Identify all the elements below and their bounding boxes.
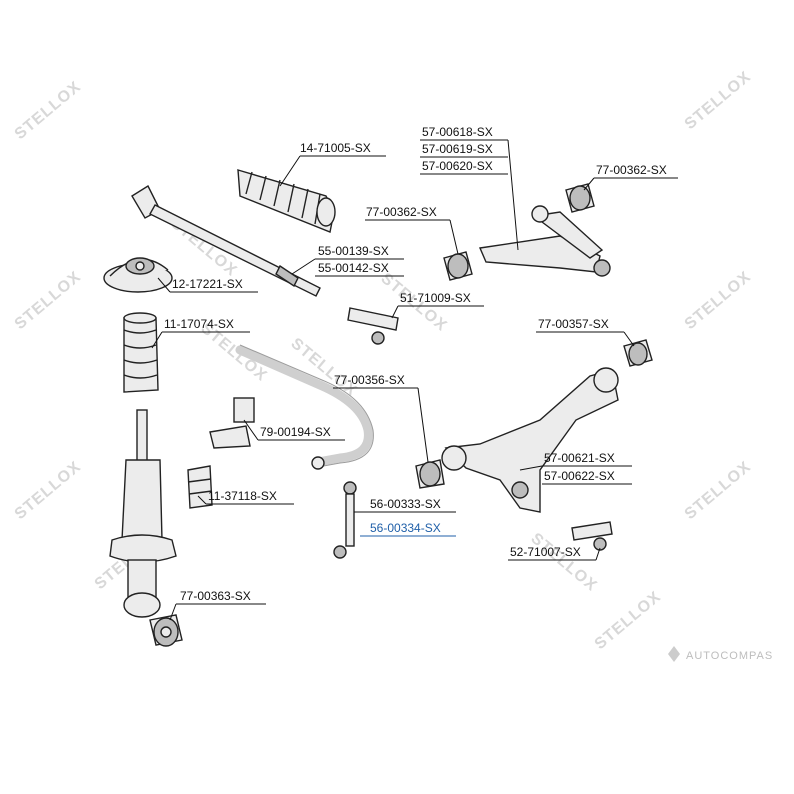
label-77-00362-right[interactable]: 77-00362-SX bbox=[596, 163, 667, 177]
lower-arm-rear-bushing-drawing bbox=[623, 339, 653, 367]
upper-arm-bushing-right-drawing bbox=[565, 183, 595, 213]
brand-footer: AUTOCOMPAS bbox=[668, 646, 773, 662]
stabilizer-bushing-drawing bbox=[209, 397, 255, 449]
shock-lower-bushing-drawing bbox=[149, 614, 183, 647]
watermark: STELLOX bbox=[12, 78, 85, 143]
autocompas-logo-icon bbox=[668, 646, 680, 662]
watermark: STELLOX bbox=[12, 458, 85, 523]
steering-rack-boot-drawing bbox=[237, 169, 336, 233]
label-55-00142[interactable]: 55-00142-SX bbox=[318, 261, 389, 275]
label-79-00194[interactable]: 79-00194-SX bbox=[260, 425, 331, 439]
label-14-71005[interactable]: 14-71005-SX bbox=[300, 141, 371, 155]
label-57-00620[interactable]: 57-00620-SX bbox=[422, 159, 493, 173]
leader-77-00357 bbox=[536, 331, 635, 347]
label-57-00621[interactable]: 57-00621-SX bbox=[544, 451, 615, 465]
label-57-00619[interactable]: 57-00619-SX bbox=[422, 142, 493, 156]
stabilizer-link-drawing bbox=[333, 481, 357, 559]
label-77-00362-left[interactable]: 77-00362-SX bbox=[366, 205, 437, 219]
label-12-17221[interactable]: 12-17221-SX bbox=[172, 277, 243, 291]
leader-77-00362-left bbox=[365, 219, 459, 255]
label-11-17074[interactable]: 11-17074-SX bbox=[164, 317, 234, 331]
strut-mount-drawing bbox=[103, 257, 173, 293]
leader-77-00362-right bbox=[583, 177, 678, 191]
watermark: STELLOX bbox=[682, 268, 755, 333]
label-52-71007[interactable]: 52-71007-SX bbox=[510, 545, 581, 559]
tie-rod-drawing bbox=[131, 184, 321, 297]
ball-joint-drawing bbox=[571, 521, 613, 551]
shock-absorber-drawing bbox=[109, 409, 177, 618]
label-77-00363[interactable]: 77-00363-SX bbox=[180, 589, 251, 603]
brand-footer-text: AUTOCOMPAS bbox=[686, 650, 773, 662]
leader-77-00356 bbox=[333, 387, 429, 463]
leader-lines bbox=[151, 139, 678, 621]
watermark: STELLOX bbox=[592, 588, 665, 653]
watermark: STELLOX bbox=[527, 530, 600, 595]
tie-rod-end-drawing bbox=[347, 307, 399, 345]
label-57-00618[interactable]: 57-00618-SX bbox=[422, 125, 493, 139]
label-56-00333[interactable]: 56-00333-SX bbox=[370, 497, 441, 511]
part-labels: 14-71005-SX 57-00618-SX 57-00619-SX 57-0… bbox=[164, 125, 667, 603]
label-57-00622[interactable]: 57-00622-SX bbox=[544, 469, 615, 483]
label-77-00357[interactable]: 77-00357-SX bbox=[538, 317, 609, 331]
label-56-00334[interactable]: 56-00334-SX bbox=[370, 521, 441, 535]
leader-79-00194 bbox=[243, 419, 345, 441]
watermark: STELLOX bbox=[12, 268, 85, 333]
label-77-00356[interactable]: 77-00356-SX bbox=[334, 373, 405, 387]
leader-57-00621 bbox=[519, 465, 632, 471]
upper-control-arm-drawing bbox=[478, 205, 611, 277]
strut-dust-boot-drawing bbox=[123, 312, 159, 393]
leader-57-00618 bbox=[420, 139, 519, 251]
leader-12-17221 bbox=[157, 277, 258, 293]
leader-55-00139 bbox=[291, 258, 404, 275]
bump-stop-drawing bbox=[187, 465, 213, 509]
upper-arm-bushing-left-drawing bbox=[443, 251, 473, 281]
watermark: STELLOX bbox=[682, 68, 755, 133]
lower-arm-front-bushing-drawing bbox=[415, 459, 445, 489]
label-55-00139[interactable]: 55-00139-SX bbox=[318, 244, 389, 258]
leader-11-17074 bbox=[151, 331, 250, 349]
label-51-71009[interactable]: 51-71009-SX bbox=[400, 291, 471, 305]
leader-52-71007 bbox=[508, 547, 601, 561]
leader-77-00363 bbox=[169, 603, 266, 621]
label-11-37118[interactable]: 11-37118-SX bbox=[208, 489, 277, 503]
leader-14-71005 bbox=[279, 155, 386, 187]
watermark: STELLOX bbox=[682, 458, 755, 523]
leader-51-71009 bbox=[391, 305, 484, 319]
lower-control-arm-drawing bbox=[441, 367, 619, 513]
leader-11-37118 bbox=[197, 495, 294, 505]
